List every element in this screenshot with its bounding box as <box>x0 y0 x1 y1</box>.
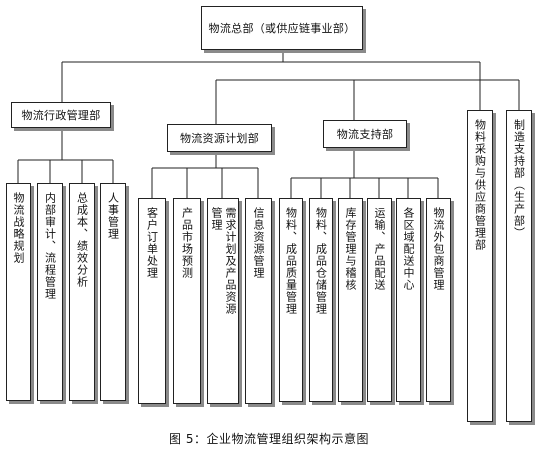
dept-resource-planning-label: 物流资源计划部 <box>179 132 260 145</box>
support-child-outsourcing: 物流外包商管理 <box>426 198 451 402</box>
root-box: 物流总部（或供应链事业部） <box>201 6 363 50</box>
dept-support-label: 物流支持部 <box>336 128 394 141</box>
admin-child-cost: 总成本、绩效分析 <box>69 183 95 401</box>
dept-manufacturing-support-box: 制造支持部（生产部） <box>506 110 532 422</box>
dept-support-box: 物流支持部 <box>323 120 407 148</box>
support-child-distribution-centers: 各区域配送中心 <box>396 198 421 402</box>
dept-admin-label: 物流行政管理部 <box>21 109 101 122</box>
support-child-quality: 物料、成品质量管理 <box>279 198 303 402</box>
dept-procurement-label: 物料采购与供应商管理部 <box>473 119 487 251</box>
admin-child-strategy: 物流战略规划 <box>6 183 31 401</box>
plan-child-forecast: 产品市场预测 <box>173 198 201 404</box>
support-child-inventory: 库存管理与稽核 <box>338 198 363 402</box>
dept-admin-box: 物流行政管理部 <box>11 102 111 128</box>
support-child-warehouse: 物料、成品仓储管理 <box>309 198 333 402</box>
dept-procurement-box: 物料采购与供应商管理部 <box>467 110 493 422</box>
dept-resource-planning-box: 物流资源计划部 <box>167 124 272 152</box>
plan-child-orders: 客户订单处理 <box>138 198 166 404</box>
root-label: 物流总部（或供应链事业部） <box>208 22 356 35</box>
plan-child-demand: 需求计划及产品资源管理 <box>207 198 239 404</box>
figure-caption: 图 5：企业物流管理组织架构示意图 <box>169 432 369 446</box>
plan-child-info: 信息资源管理 <box>245 198 272 404</box>
dept-manufacturing-support-label: 制造支持部（生产部） <box>512 119 526 239</box>
support-child-transport: 运输、产品配送 <box>367 198 392 402</box>
admin-child-hr: 人事管理 <box>100 183 126 401</box>
admin-child-audit: 内部审计、流程管理 <box>37 183 63 401</box>
